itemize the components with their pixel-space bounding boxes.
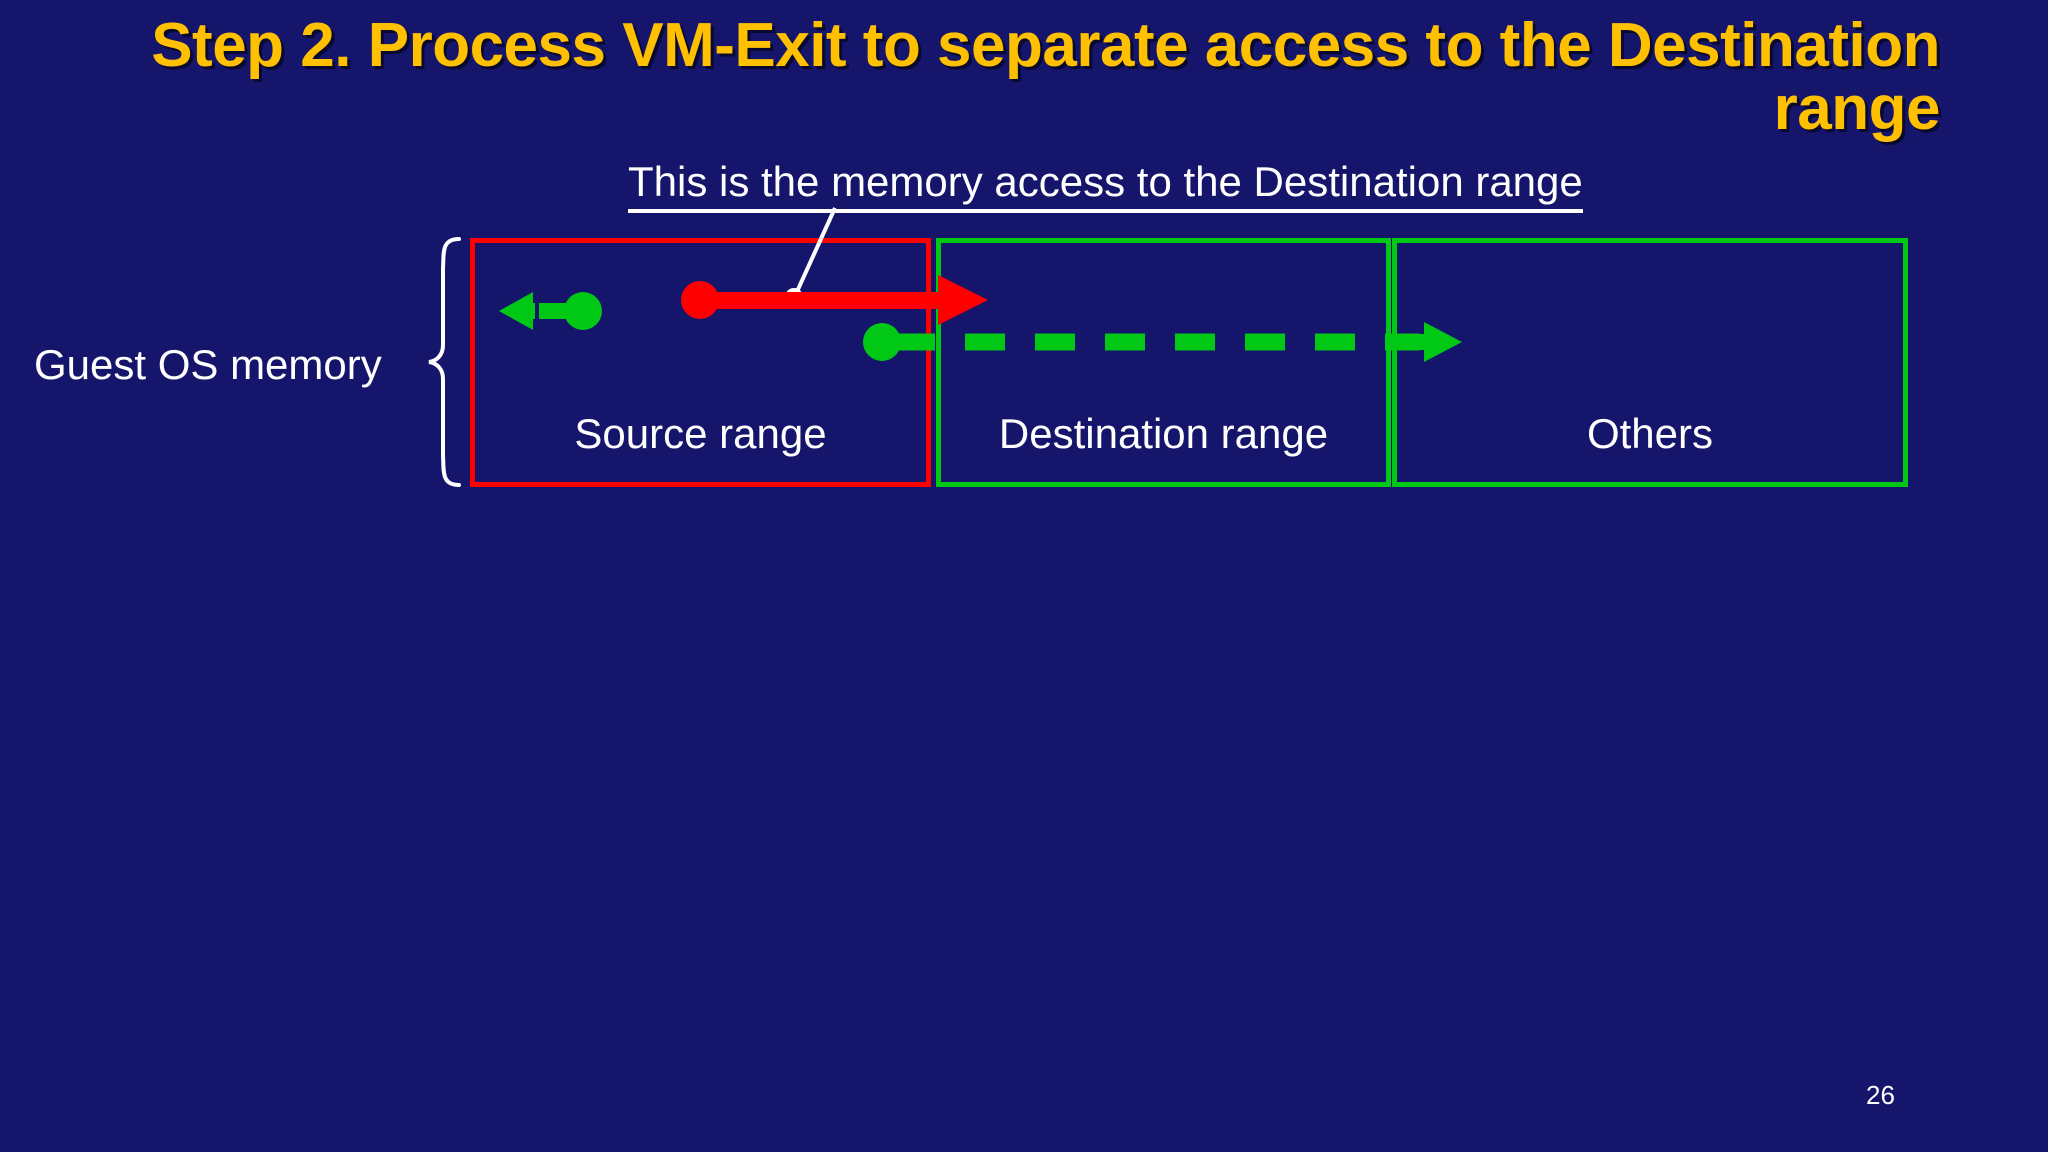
callout-label: This is the memory access to the Destina… — [628, 161, 1583, 213]
guest-os-brace-icon — [428, 237, 461, 487]
memory-box-destination-range: Destination range — [936, 238, 1391, 487]
box-label-others: Others — [1586, 410, 1714, 457]
memory-box-source-range: Source range — [470, 238, 931, 487]
slide-title: Step 2. Process VM-Exit to separate acce… — [151, 11, 1940, 144]
page-number: 26 — [1866, 1080, 1895, 1110]
guest-os-memory-label: Guest OS memory — [34, 341, 382, 388]
memory-box-others: Others — [1392, 238, 1908, 487]
box-label-source-range: Source range — [574, 410, 827, 457]
box-label-destination-range: Destination range — [998, 410, 1329, 457]
